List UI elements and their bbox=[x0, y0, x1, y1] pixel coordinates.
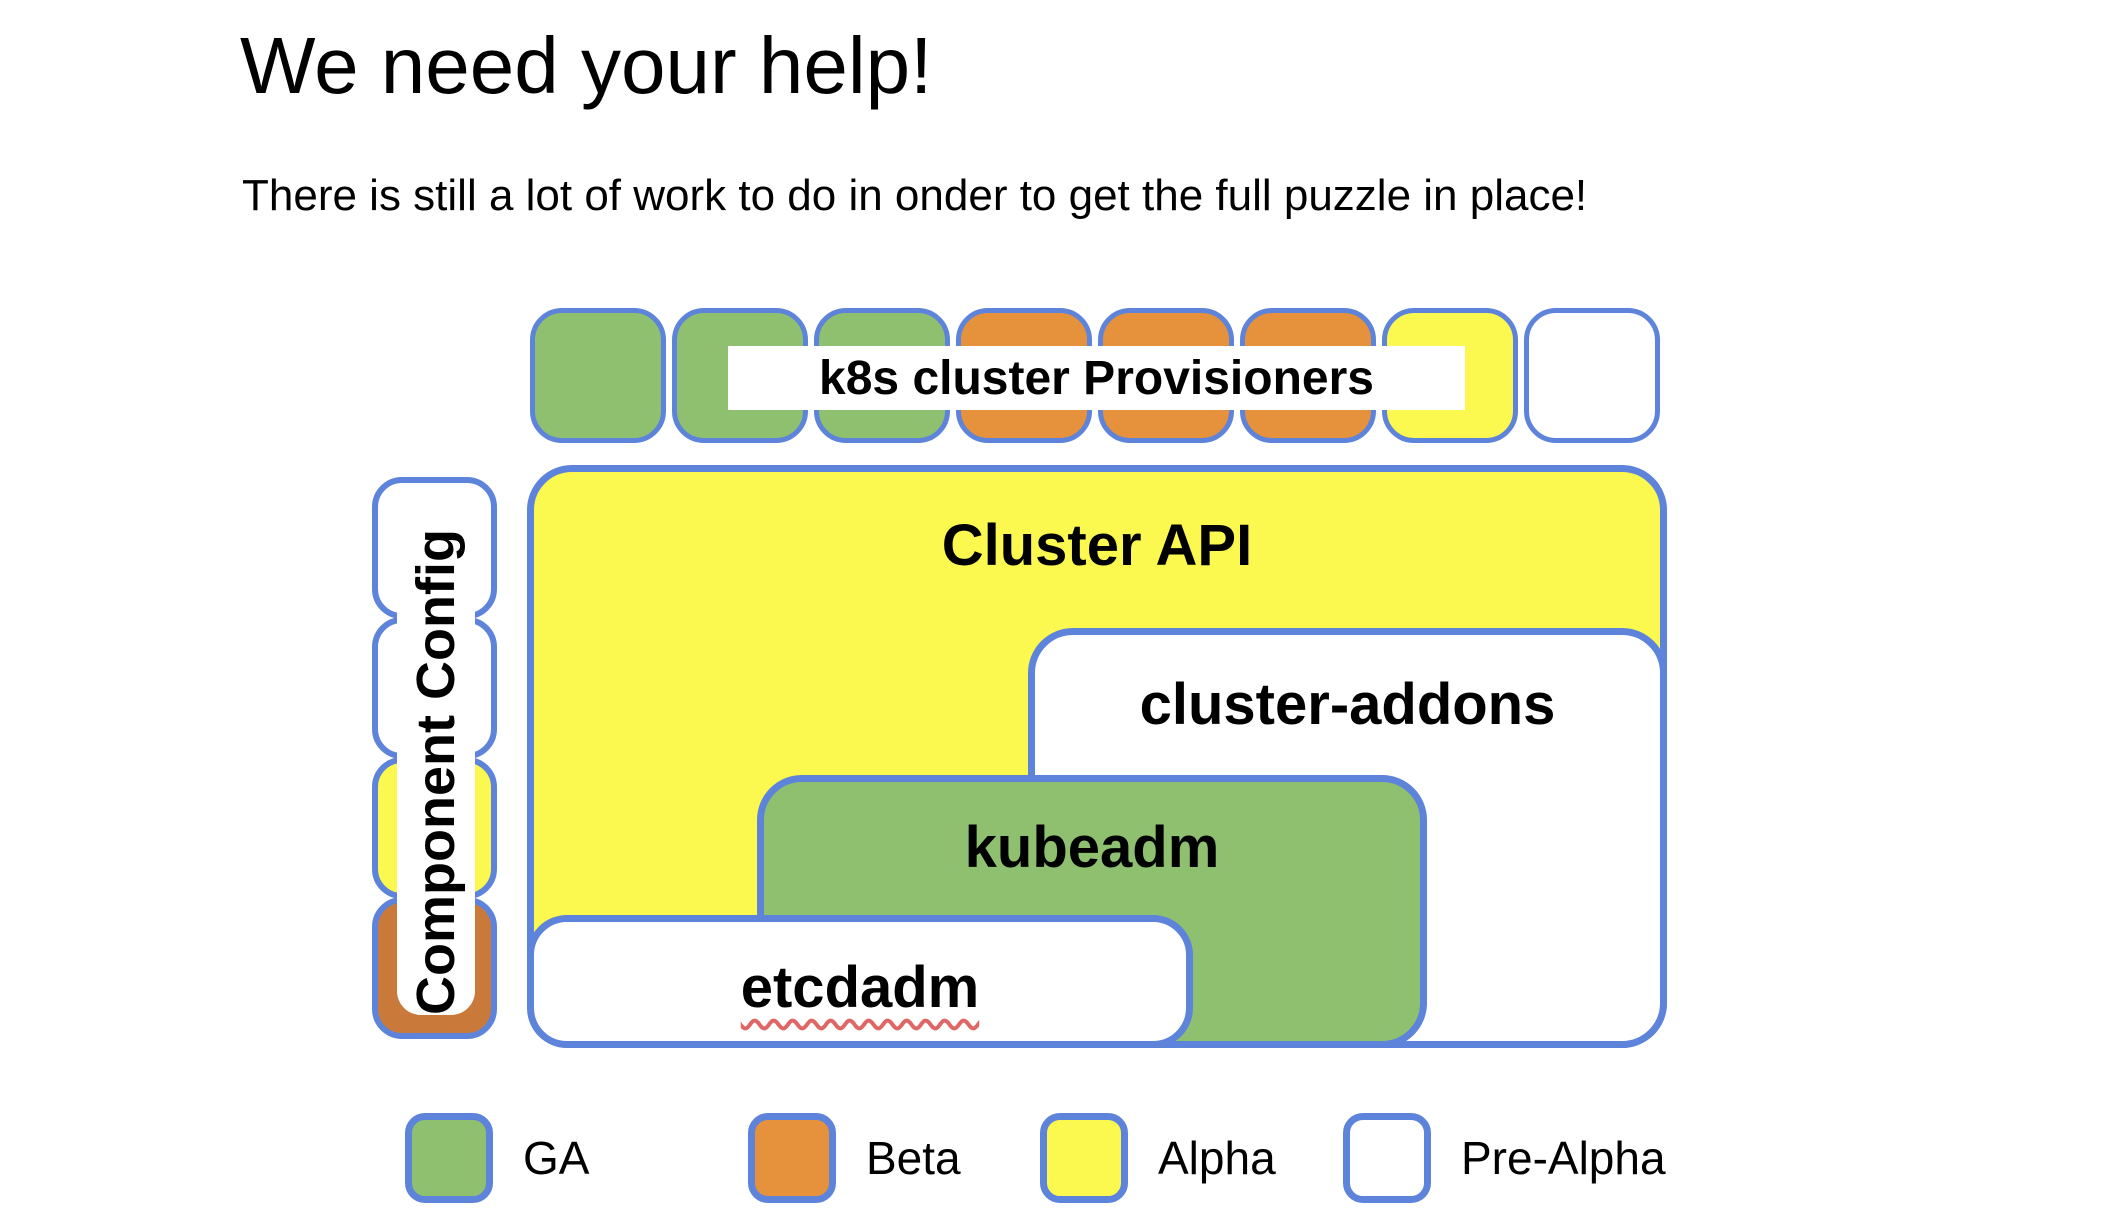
legend-swatch-alpha bbox=[1040, 1113, 1128, 1203]
component-config-label-strip: Component Config bbox=[397, 528, 475, 1015]
legend-item-alpha: Alpha bbox=[1040, 1113, 1276, 1203]
cluster-api-label: Cluster API bbox=[941, 513, 1253, 578]
legend-item-beta: Beta bbox=[748, 1113, 961, 1203]
legend-swatch-beta bbox=[748, 1113, 836, 1203]
slide-title: We need your help! bbox=[240, 21, 933, 110]
kubeadm-label: kubeadm bbox=[964, 815, 1220, 880]
etcdadm-label-text: etcdadm bbox=[740, 955, 980, 1020]
puzzle-piece-pre-alpha bbox=[1524, 308, 1660, 443]
legend-item-pre-alpha: Pre-Alpha bbox=[1343, 1113, 1666, 1203]
cluster-addons-label: cluster-addons bbox=[1139, 672, 1556, 737]
component-config-label: Component Config bbox=[406, 528, 466, 1015]
etcdadm-label: etcdadm bbox=[534, 954, 1186, 1021]
puzzle-piece-ga bbox=[530, 308, 666, 443]
provisioners-label-band: k8s cluster Provisioners bbox=[728, 346, 1465, 410]
legend-swatch-ga bbox=[405, 1113, 493, 1203]
legend-swatch-pre-alpha bbox=[1343, 1113, 1431, 1203]
etcdadm-box: etcdadm bbox=[527, 915, 1193, 1048]
slide-subtitle: There is still a lot of work to do in on… bbox=[242, 171, 1588, 220]
legend-label-pre-alpha: Pre-Alpha bbox=[1461, 1132, 1666, 1184]
provisioners-label: k8s cluster Provisioners bbox=[819, 351, 1374, 405]
legend-label-ga: GA bbox=[523, 1132, 590, 1184]
legend-label-beta: Beta bbox=[866, 1132, 961, 1184]
legend-label-alpha: Alpha bbox=[1158, 1132, 1276, 1184]
legend-item-ga: GA bbox=[405, 1113, 589, 1203]
